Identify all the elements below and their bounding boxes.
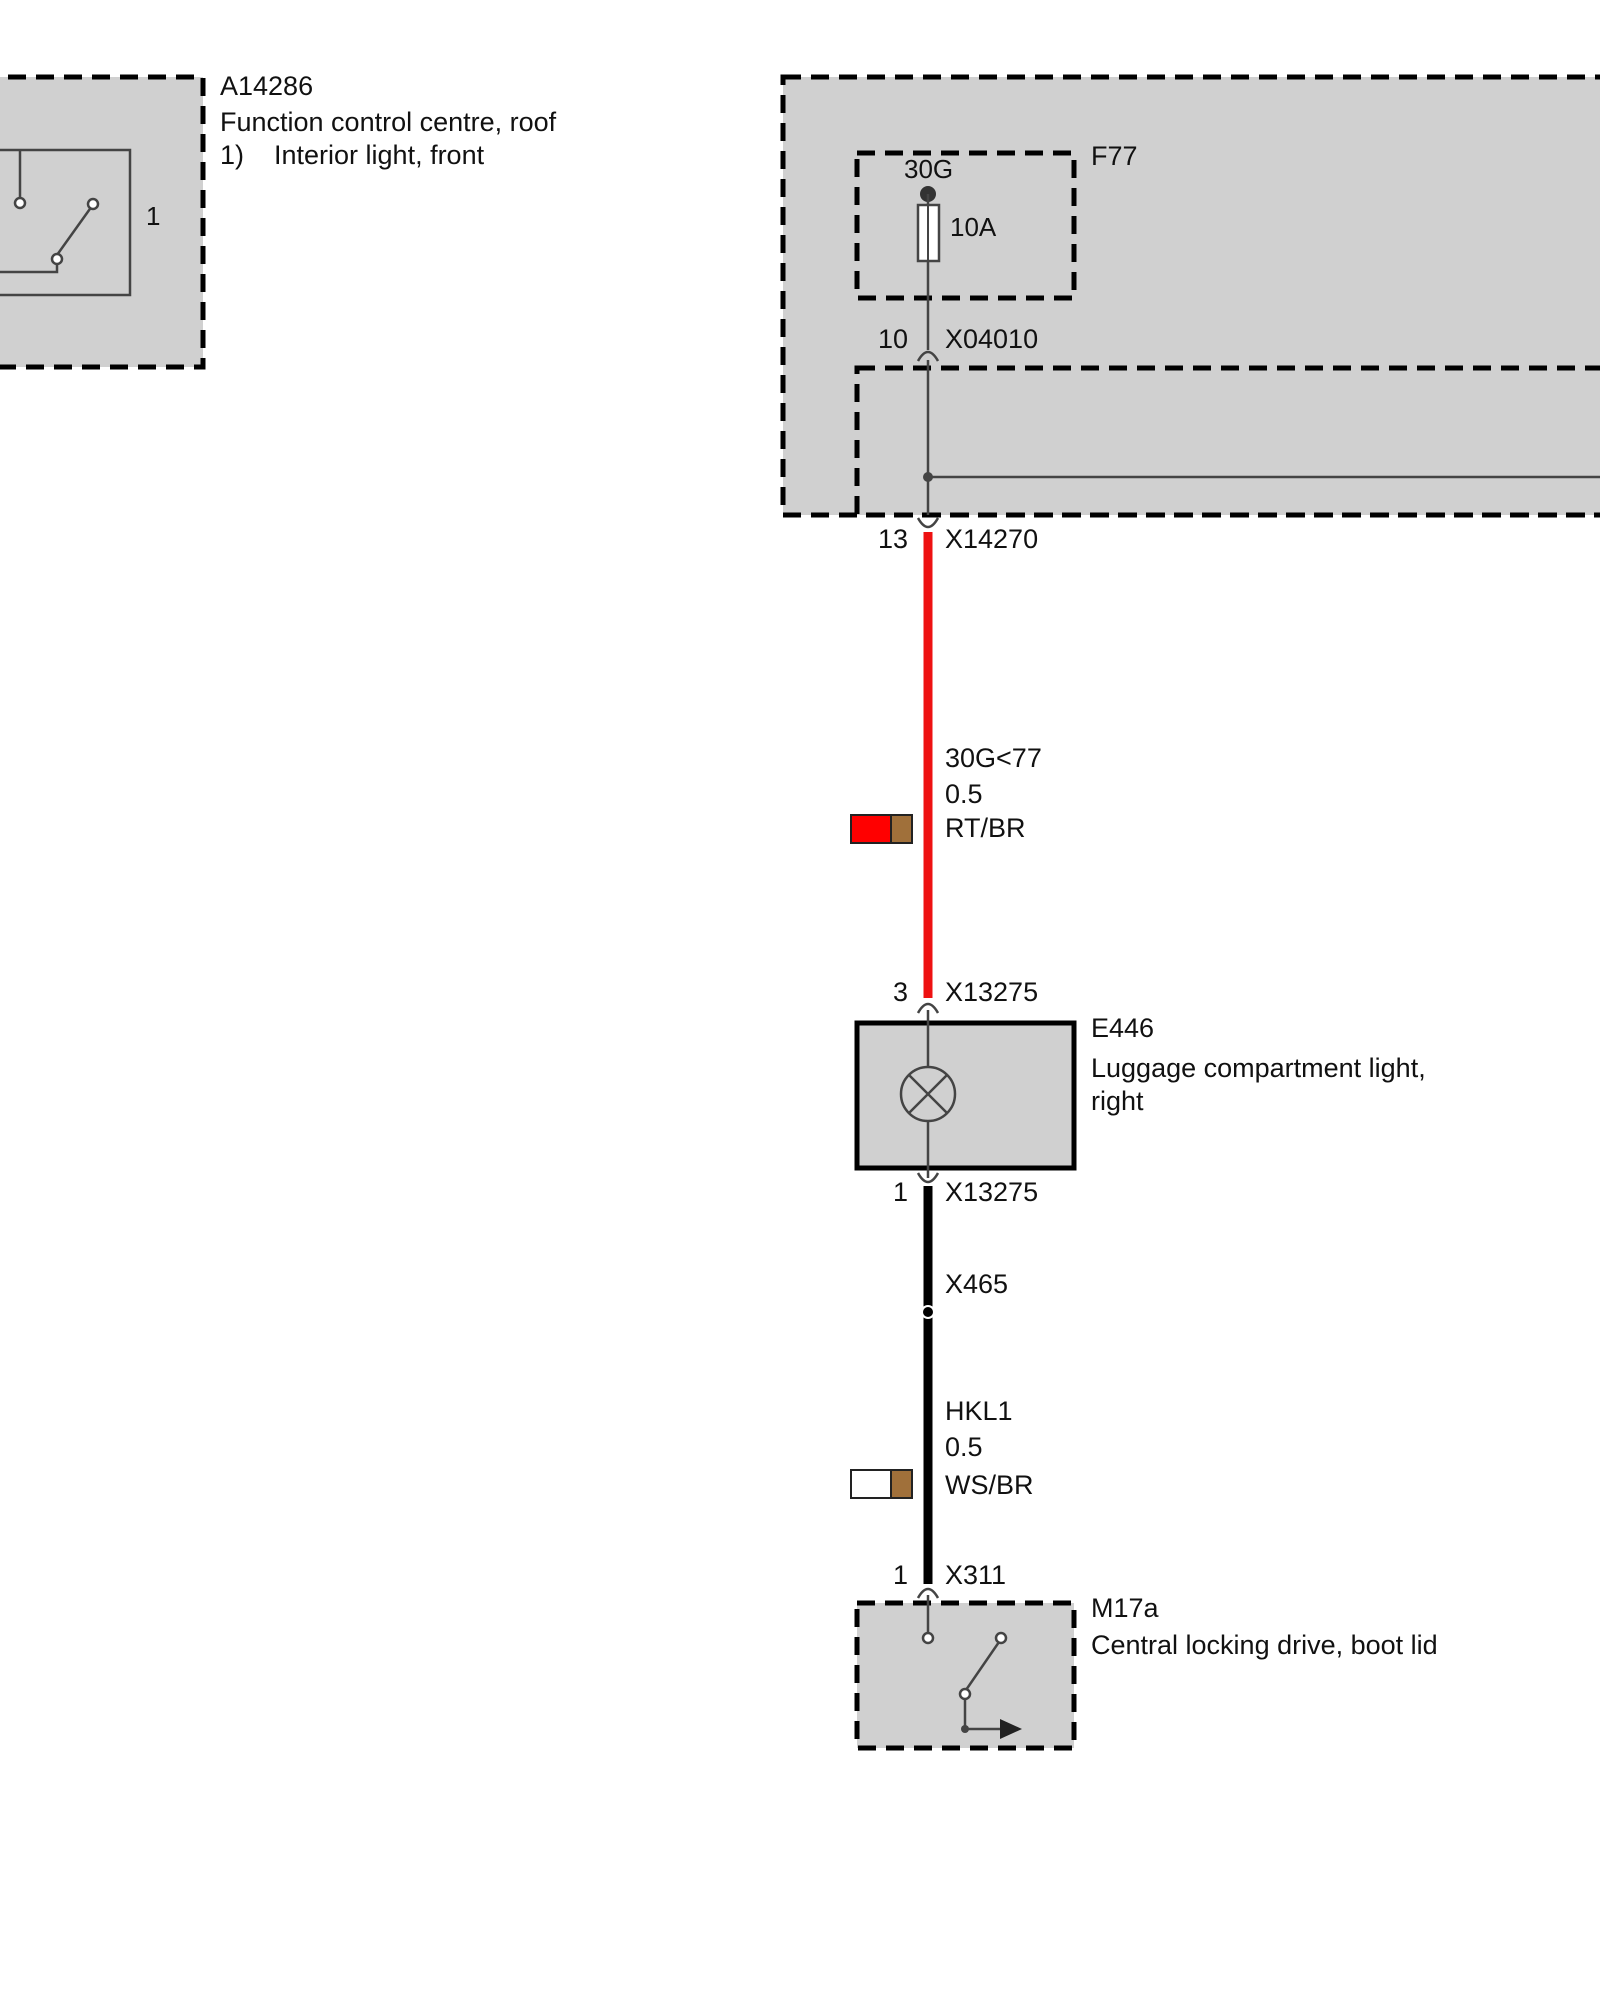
inner-distribution-box [854,365,1600,518]
e446-housing [854,1020,1077,1171]
connector-x04010-id: X04010 [945,324,1038,354]
component-a14286: 1 A14286 Function control centre, roof 1… [0,71,557,370]
connector-x04010-symbol [916,350,940,362]
wire-upper-color-swatch-1 [850,814,892,844]
connector-x311-symbol [916,1587,940,1599]
component-e446: 3 X13275 E446 Luggage compartment light,… [854,977,1426,1207]
connector-x13275-bottom-id: X13275 [945,1177,1038,1207]
splice-x465-id: X465 [945,1269,1008,1299]
connector-x13275-top-pin: 3 [893,977,908,1007]
connector-x14270: 13 X14270 [878,517,1038,554]
connector-x14270-symbol [916,517,940,529]
module-fuse-carrier: F77 30G 10A 10 X04010 [780,74,1600,518]
connector-x13275-bottom-pin: 1 [893,1177,908,1207]
wire-lower-color-swatch-1 [850,1469,892,1499]
e446-name-line2: right [1091,1086,1144,1116]
a14286-switch-symbol [0,150,100,274]
connector-x311-id: X311 [945,1560,1006,1590]
fuse-f77-box [854,150,1077,301]
wire-upper-color-swatch-2 [890,814,913,844]
a14286-name: Function control centre, roof [220,107,557,137]
wire-lower-color-code: WS/BR [945,1470,1034,1500]
connector-x14270-id: X14270 [945,524,1038,554]
m17a-switch-symbol [921,1595,1022,1739]
wire-lower: X465 HKL1 0.5 WS/BR [850,1186,1034,1584]
wire-lower-signal: HKL1 [945,1396,1013,1426]
a14286-pin-label: 1 [146,201,160,231]
actuator-arrow-icon [1000,1719,1022,1739]
wire-upper-color-code: RT/BR [945,813,1026,843]
component-m17a: 1 X311 M17a Central locking drive, boot … [854,1560,1438,1751]
connector-x14270-pin: 13 [878,524,908,554]
f77-rating: 10A [950,212,997,242]
m17a-name: Central locking drive, boot lid [1091,1630,1438,1660]
wire-lower-color-swatch-2 [890,1469,913,1499]
splice-x465 [923,1307,933,1317]
f77-terminal-label: 30G [904,154,953,184]
f77-id: F77 [1091,141,1138,171]
m17a-id: M17a [1091,1593,1160,1623]
a14286-housing [0,74,206,370]
a14286-note-number: 1) [220,140,244,170]
wire-lower-gauge: 0.5 [945,1432,983,1462]
a14286-id: A14286 [220,71,313,101]
connector-x04010-pin: 10 [878,324,908,354]
module-housing [780,74,1600,518]
connector-x13275-top-symbol [916,1002,940,1014]
a14286-note-text: Interior light, front [274,140,485,170]
connector-x13275-bottom-symbol [916,1172,940,1184]
e446-id: E446 [1091,1013,1154,1043]
wire-upper-signal: 30G<77 [945,743,1042,773]
connector-x311-pin: 1 [893,1560,908,1590]
wire-upper-gauge: 0.5 [945,779,983,809]
wire-upper: 30G<77 0.5 RT/BR [850,532,1042,998]
connector-x13275-top-id: X13275 [945,977,1038,1007]
e446-name-line1: Luggage compartment light, [1091,1053,1426,1083]
a14286-switch-frame [0,148,132,297]
